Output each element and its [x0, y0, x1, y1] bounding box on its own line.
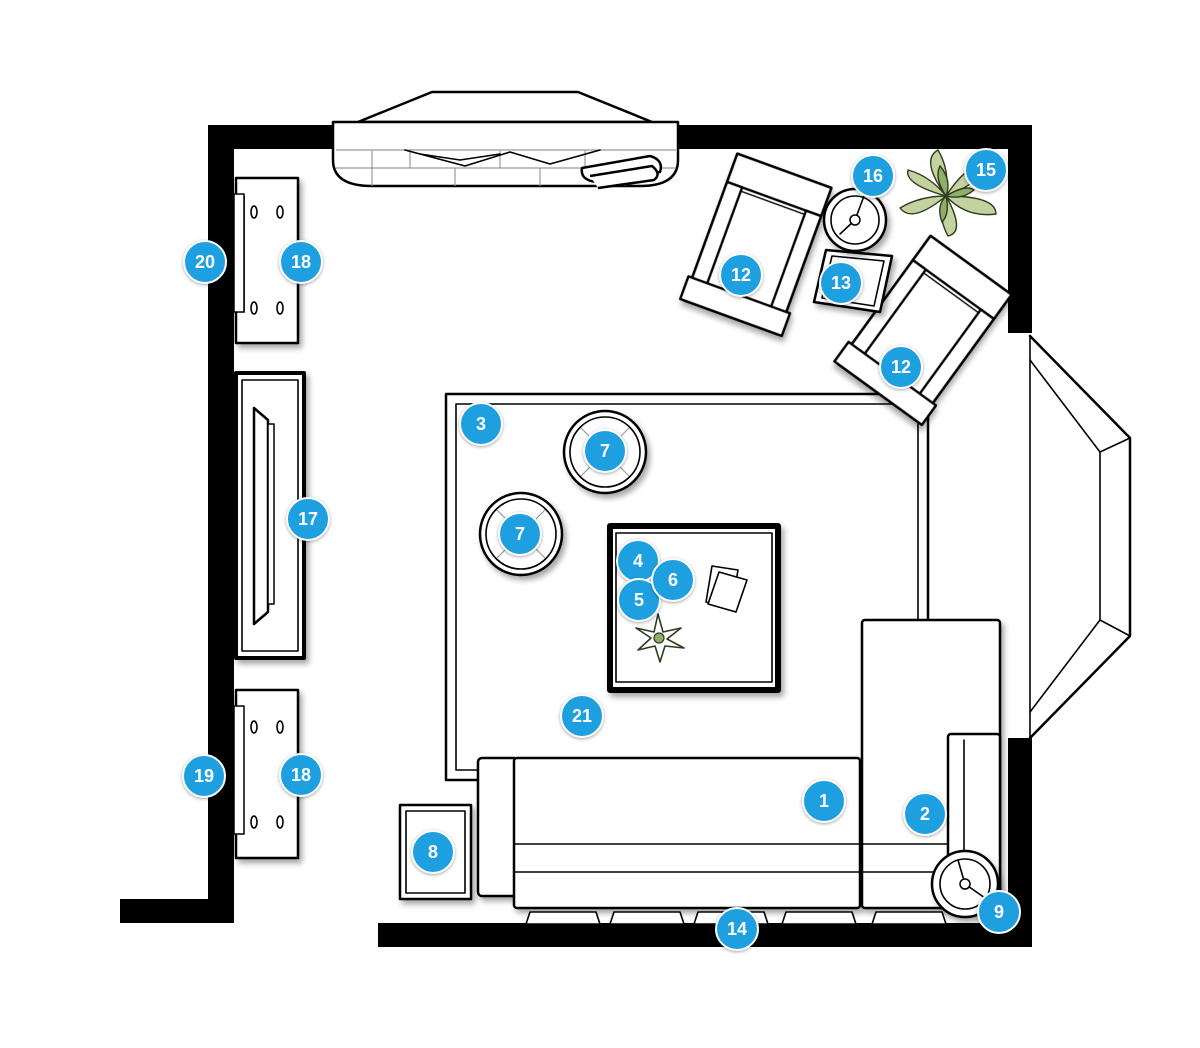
label-door-bottom: 19 [182, 754, 226, 798]
bay-window [1028, 334, 1132, 740]
speaker-bottom [233, 688, 300, 860]
label-armchair-right: 12 [879, 345, 923, 389]
label-coffee-table-c: 6 [651, 558, 695, 602]
label-door-top: 20 [183, 240, 227, 284]
label-small-table: 13 [819, 261, 863, 305]
wall-right-upper [1008, 125, 1032, 333]
label-floor-lamp-top: 16 [851, 154, 895, 198]
label-floor-lamp-corner: 9 [977, 890, 1021, 934]
wall-left-foot [120, 899, 234, 923]
label-ottoman-left: 7 [498, 512, 542, 556]
floor-lamp-top [822, 187, 888, 253]
potted-plant [899, 149, 997, 237]
wall-top-right [676, 125, 1032, 149]
label-plant: 15 [964, 148, 1008, 192]
label-ottoman-top: 7 [583, 429, 627, 473]
sectional-sofa [476, 618, 1002, 910]
label-speaker-bottom: 18 [279, 753, 323, 797]
label-speaker-top: 18 [279, 240, 323, 284]
label-side-table: 8 [411, 830, 455, 874]
label-rug-inner: 3 [459, 402, 503, 446]
walls [120, 125, 1032, 947]
label-tv-console: 17 [286, 497, 330, 541]
fireplace [331, 90, 680, 190]
label-chaise: 2 [903, 792, 947, 836]
label-sofa: 1 [802, 779, 846, 823]
armchair-left [679, 152, 833, 338]
coffee-table-books [705, 565, 748, 613]
label-front-windows: 14 [715, 907, 759, 951]
wall-bottom [378, 923, 1032, 947]
label-armchair-left: 12 [719, 253, 763, 297]
coffee-table-plant [635, 613, 685, 663]
label-rug-outer: 21 [560, 694, 604, 738]
